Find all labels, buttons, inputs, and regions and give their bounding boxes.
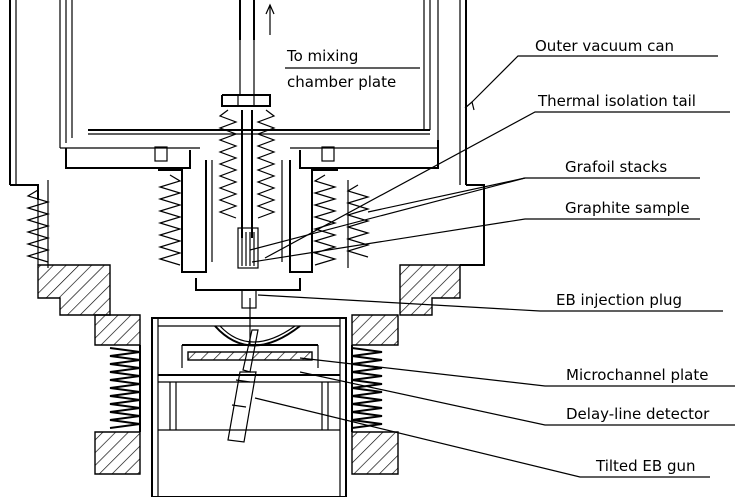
callout-outer-vacuum-can: Outer vacuum can [464, 37, 718, 111]
label-tilted-eb-gun: Tilted EB gun [595, 457, 696, 475]
label-eb-injection-plug: EB injection plug [556, 291, 682, 309]
sample-cell [195, 227, 301, 309]
outer-bellows [25, 180, 371, 268]
label-delay-line-detector: Delay-line detector [566, 405, 710, 423]
callout-microchannel-plate: Microchannel plate [299, 357, 735, 387]
detector-chamber [139, 298, 353, 497]
label-to-mixing-chamber: To mixing chamber plate [285, 47, 420, 91]
flow-arrow-icon [265, 3, 275, 15]
thermal-isolation-tail [211, 109, 283, 262]
callout-delay-line-detector: Delay-line detector [299, 371, 735, 426]
eb-gun [227, 329, 259, 443]
label-chamber-plate: chamber plate [287, 73, 396, 91]
callout-graphite-sample: Graphite sample [251, 199, 700, 263]
label-graphite-sample: Graphite sample [565, 199, 690, 217]
label-to-mixing: To mixing [286, 47, 358, 65]
callout-eb-injection-plug: EB injection plug [257, 291, 723, 312]
label-grafoil-stacks: Grafoil stacks [565, 158, 667, 176]
callout-grafoil-stacks: Grafoil stacks [249, 158, 700, 251]
label-thermal-isolation-tail: Thermal isolation tail [537, 92, 696, 110]
label-outer-vacuum-can: Outer vacuum can [535, 37, 674, 55]
callout-thermal-isolation-tail: Thermal isolation tail [264, 92, 730, 259]
label-microchannel-plate: Microchannel plate [566, 366, 709, 384]
callout-tilted-eb-gun: Tilted EB gun [254, 397, 710, 478]
pumping-tube [221, 0, 275, 107]
tail-bellows [157, 160, 338, 273]
outer-vacuum-can [9, 0, 485, 266]
flange [37, 264, 461, 475]
